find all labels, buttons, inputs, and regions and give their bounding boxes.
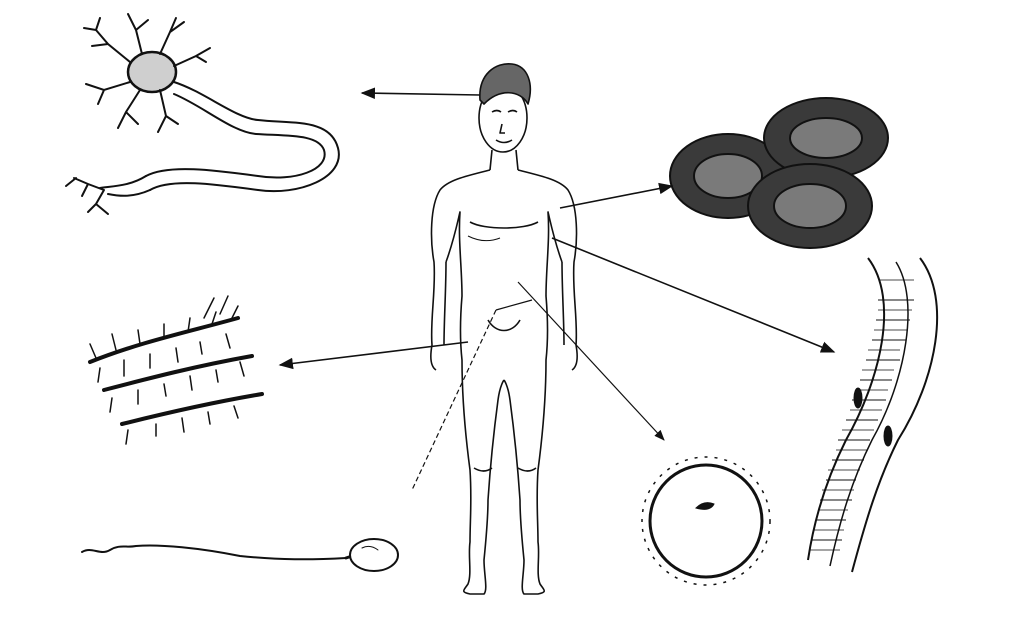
- bone-cells-illustration: [90, 296, 262, 444]
- line-to-egg-cell: [518, 282, 664, 440]
- arrow-to-muscle-cell: [552, 238, 834, 352]
- muscle-fiber-illustration: [808, 258, 937, 572]
- line-to-sperm-cell-b: [412, 310, 496, 490]
- arrow-to-neuron: [362, 93, 480, 95]
- red-blood-cells-illustration: [670, 98, 888, 248]
- egg-cell-illustration: [642, 457, 770, 585]
- arrow-to-bone-cell: [280, 342, 468, 365]
- line-to-sperm-cell: [496, 300, 532, 310]
- neuron-illustration: [66, 14, 339, 214]
- human-body-illustration: [431, 64, 577, 594]
- sperm-illustration: [82, 539, 398, 571]
- arrow-to-red-blood-cells: [560, 186, 672, 208]
